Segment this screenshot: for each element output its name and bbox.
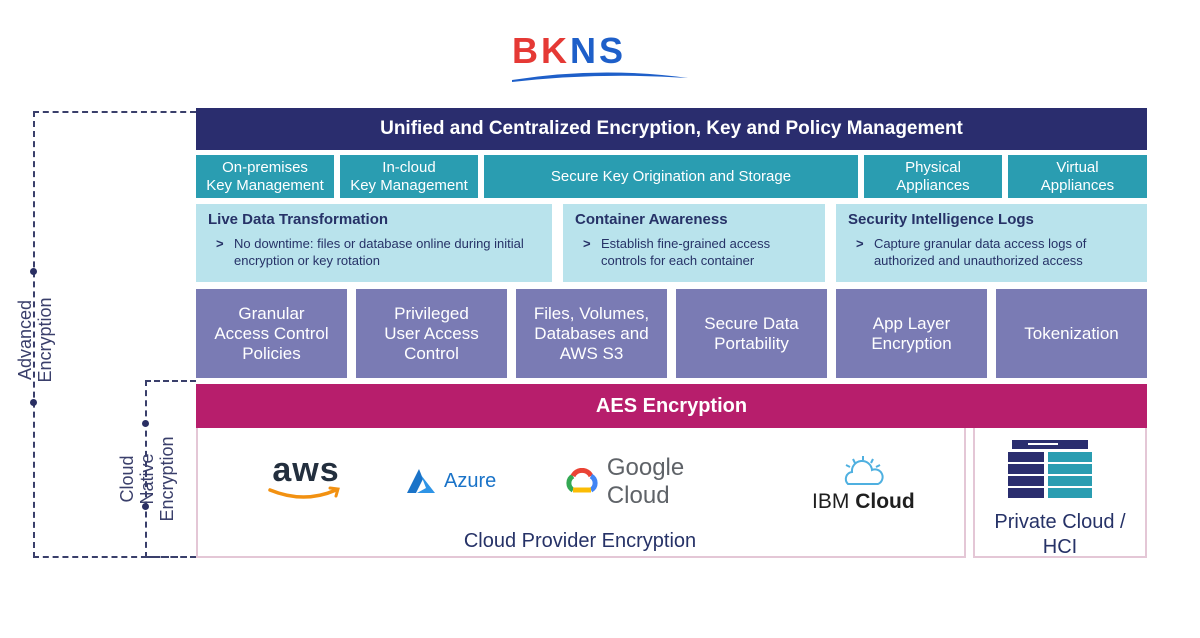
private-cloud-caption: Private Cloud / HCI xyxy=(994,511,1126,558)
cloud-provider-box xyxy=(196,428,966,558)
cloud-provider-caption: Cloud Provider Encryption xyxy=(463,530,697,552)
advanced-encryption-label: Advanced Encryption xyxy=(15,297,55,383)
capability-secure-data-portability: Secure Data Portability xyxy=(676,289,827,378)
bkns-logo: BKNS xyxy=(500,22,700,82)
live-data-transformation-box: Live Data Transformation >No downtime: f… xyxy=(196,204,552,282)
azure-logo: Azure xyxy=(404,466,504,496)
advanced-bracket xyxy=(33,111,196,558)
cloud-bracket-dot-top xyxy=(142,420,149,427)
capability-files-volumes: Files, Volumes, Databases and AWS S3 xyxy=(516,289,667,378)
container-awareness-box: Container Awareness >Establish fine-grai… xyxy=(563,204,825,282)
capability-privileged-user: Privileged User Access Control xyxy=(356,289,507,378)
private-cloud-box xyxy=(973,428,1147,558)
cloud-native-encryption-label: Cloud Native Encryption xyxy=(117,436,177,522)
security-intelligence-logs-box: Security Intelligence Logs >Capture gran… xyxy=(836,204,1147,282)
capability-tokenization: Tokenization xyxy=(996,289,1147,378)
advanced-bracket-dot-bottom xyxy=(30,399,37,406)
capability-granular-access: Granular Access Control Policies xyxy=(196,289,347,378)
google-cloud-logo: Google Cloud xyxy=(563,454,753,509)
ibm-cloud-icon xyxy=(844,456,884,485)
cloud-native-bracket xyxy=(145,380,196,558)
management-header: Unified and Centralized Encryption, Key … xyxy=(196,108,1147,150)
aws-smile-icon xyxy=(268,486,340,499)
azure-icon xyxy=(407,469,435,493)
logo-swoosh-icon xyxy=(512,72,688,82)
ibm-cloud-logo: IBM Cloud xyxy=(810,454,920,514)
cloud-bracket-dot-bottom xyxy=(142,503,149,510)
secure-key-origination: Secure Key Origination and Storage xyxy=(484,155,858,198)
server-stack-icon xyxy=(1008,440,1092,498)
google-cloud-icon xyxy=(566,468,598,493)
logo-wordmark: BKNS xyxy=(512,30,627,71)
capability-app-layer-encryption: App Layer Encryption xyxy=(836,289,987,378)
aws-logo: aws xyxy=(266,452,346,508)
advanced-bracket-dot-top xyxy=(30,268,37,275)
aes-encryption-bar: AES Encryption xyxy=(196,384,1147,428)
